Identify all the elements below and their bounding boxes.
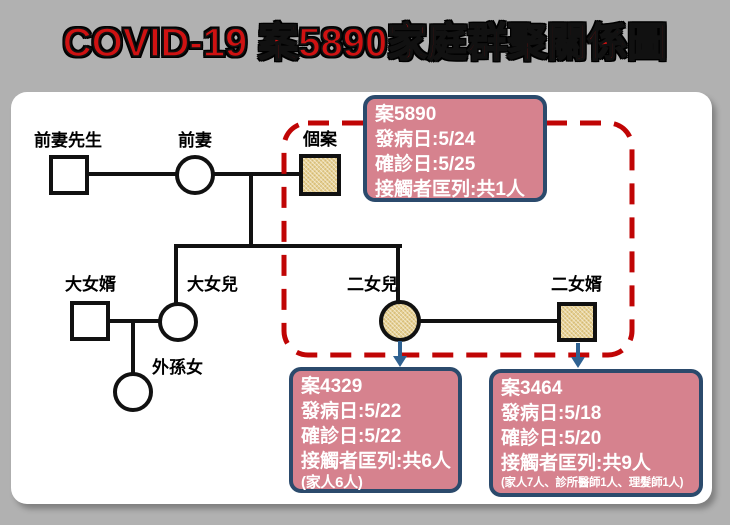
- case-number: 案5890: [375, 104, 437, 125]
- contacts-detail: (家人7人、診所醫師1人、理髮師1人): [501, 477, 684, 489]
- case-number: 案3464: [501, 378, 563, 399]
- case-number: 案4329: [301, 376, 363, 397]
- case-box-3464: 案3464 發病日:5/18 確診日:5/20 接觸者匡列:共9人 (家人7人、…: [489, 369, 703, 497]
- label-index-case: 個案: [303, 130, 337, 149]
- label-eldest-daughter: 大女兒: [187, 275, 238, 294]
- case-box-5890: 案5890 發病日:5/24 確診日:5/25 接觸者匡列:共1人: [363, 95, 547, 202]
- contacts-detail: (家人6人): [301, 474, 363, 491]
- onset-date: 發病日:5/18: [501, 403, 602, 424]
- node-granddaughter: [113, 372, 153, 412]
- contacts-line: 接觸者匡列:共9人: [501, 453, 651, 474]
- page-title: COVID-19 案5890家庭群聚關係圖: [62, 20, 668, 66]
- confirm-date: 確診日:5/25: [375, 154, 476, 175]
- arrow-second-son-in-law-line: [576, 343, 580, 359]
- arrow-second-daughter-line: [398, 341, 402, 358]
- label-second-son-in-law: 二女婿: [551, 275, 602, 294]
- node-eldest-son-in-law: [70, 301, 110, 341]
- node-second-son-in-law: [557, 302, 597, 342]
- confirm-date: 確診日:5/20: [501, 428, 602, 449]
- label-granddaughter: 外孫女: [152, 358, 203, 377]
- onset-date: 發病日:5/24: [375, 129, 476, 150]
- descent-line-from-first-marriage: [249, 174, 253, 248]
- label-eldest-son-in-law: 大女婿: [65, 275, 116, 294]
- node-index-case: [299, 154, 341, 196]
- node-ex-wife: [175, 155, 215, 195]
- sibling-line-daughters: [174, 244, 402, 248]
- arrow-down-icon: [393, 356, 407, 367]
- label-ex-wife-husband: 前妻先生: [34, 131, 102, 150]
- onset-date: 發病日:5/22: [301, 401, 402, 422]
- node-eldest-daughter: [158, 302, 198, 342]
- confirm-date: 確診日:5/22: [301, 426, 402, 447]
- node-second-daughter: [379, 300, 421, 342]
- marriage-line-eldest-couple: [108, 319, 162, 323]
- drop-line-second-daughter: [396, 246, 400, 304]
- contacts-line: 接觸者匡列:共1人: [375, 179, 525, 200]
- case-box-4329: 案4329 發病日:5/22 確診日:5/22 接觸者匡列:共6人 (家人6人): [289, 367, 462, 493]
- arrow-down-icon: [571, 357, 585, 368]
- marriage-line-second-couple: [419, 319, 559, 323]
- label-second-daughter: 二女兒: [347, 275, 398, 294]
- descent-line-granddaughter: [131, 321, 135, 375]
- contacts-line: 接觸者匡列:共6人: [301, 451, 451, 472]
- drop-line-eldest-daughter: [174, 246, 178, 304]
- label-ex-wife: 前妻: [178, 131, 212, 150]
- node-ex-wife-husband: [49, 155, 89, 195]
